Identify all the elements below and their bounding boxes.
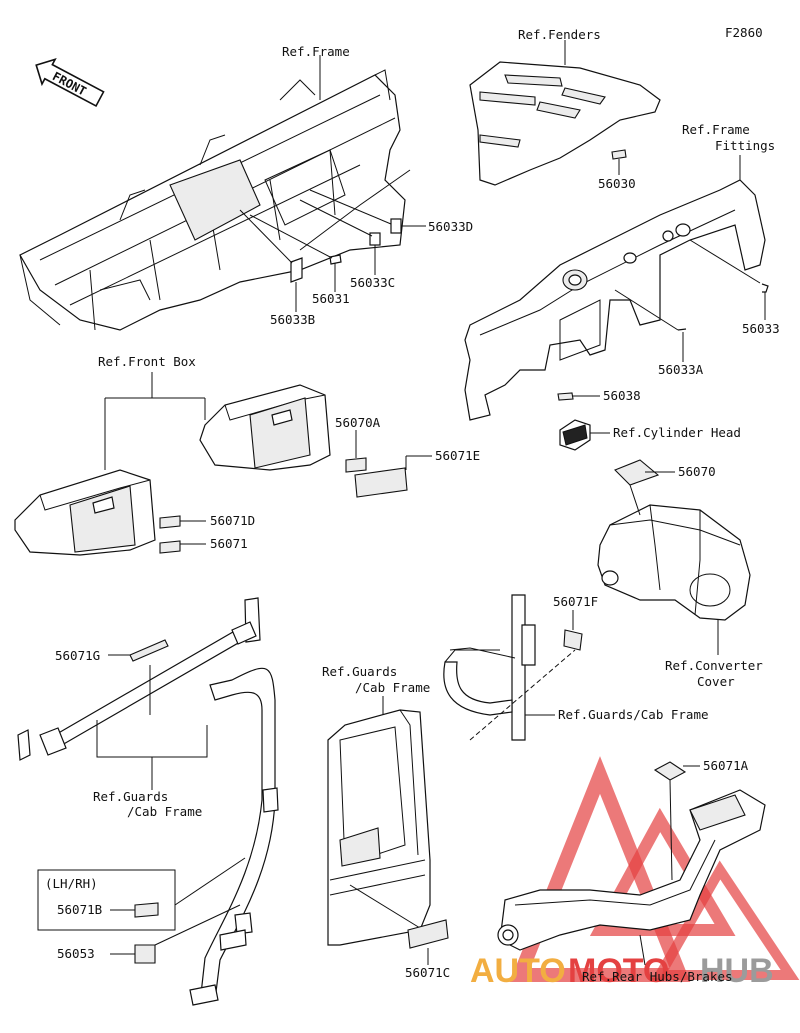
decal-56071A: [653, 761, 687, 781]
rear-axle-group: 56071A Ref.Rear Hubs/Brakes: [497, 758, 766, 984]
label-56071A: 56071A: [703, 758, 749, 773]
decal-56071D: [159, 515, 181, 529]
label-56070A: 56070A: [335, 415, 381, 430]
ref-rear-hubs-label: Ref.Rear Hubs/Brakes: [582, 969, 733, 984]
front-arrow-icon: FRONT: [35, 57, 105, 108]
frame-assembly: Ref.Frame: [19, 44, 411, 331]
label-56053: 56053: [57, 946, 95, 961]
label-56070: 56070: [678, 464, 716, 479]
decal-56070: [614, 459, 660, 486]
label-56031: 56031: [312, 291, 350, 306]
ref-frame-fittings-label-2: Fittings: [715, 138, 775, 153]
decal-56071B: [134, 902, 159, 918]
lh-rh-label: (LH/RH): [45, 876, 98, 891]
frame-decals: 56033D 56033C 56031 56033B: [239, 189, 473, 327]
watermark-moto: MOTO: [568, 952, 669, 990]
label-56038: 56038: [603, 388, 641, 403]
decal-56071: [159, 540, 181, 554]
label-56071: 56071: [210, 536, 248, 551]
watermark-logo: AUTO MOTO HUB: [470, 756, 800, 990]
label-56033B: 56033B: [270, 312, 315, 327]
decal-56070A: [345, 457, 367, 473]
door-group: Ref.Guards /Cab Frame 56071C: [322, 664, 450, 980]
label-56071B: 56071B: [57, 902, 102, 917]
ref-cylinder-head-label: Ref.Cylinder Head: [613, 425, 741, 440]
ref-guards-left-label-1: Ref.Guards: [93, 789, 168, 804]
diagram-code: F2860: [725, 25, 763, 40]
ref-fenders-label: Ref.Fenders: [518, 27, 601, 42]
label-56071C: 56071C: [405, 965, 450, 980]
label-56071G: 56071G: [55, 648, 100, 663]
ref-guards-mid-label-2: /Cab Frame: [355, 680, 430, 695]
decal-56053: [134, 944, 156, 964]
frame-fittings-assembly: Ref.Frame Fittings 56033 56033A: [464, 122, 780, 421]
label-56071D: 56071D: [210, 513, 255, 528]
decal-56033A: [677, 328, 687, 331]
label-56030: 56030: [598, 176, 636, 191]
decal-56071E: [354, 467, 408, 498]
watermark-auto: AUTO: [470, 952, 566, 990]
ref-guards-mid-label-1: Ref.Guards: [322, 664, 397, 679]
ref-frame-label: Ref.Frame: [282, 44, 350, 59]
label-56033D: 56033D: [428, 219, 473, 234]
label-56033C: 56033C: [350, 275, 395, 290]
label-56033A: 56033A: [658, 362, 704, 377]
ref-frame-fittings-label-1: Ref.Frame: [682, 122, 750, 137]
label-56071F: 56071F: [553, 594, 598, 609]
label-56071E: 56071E: [435, 448, 480, 463]
cylinder-head-group: 56038 Ref.Cylinder Head: [557, 388, 741, 451]
ref-converter-label-1: Ref.Converter: [665, 658, 763, 673]
ref-guards-left-label-2: /Cab Frame: [127, 804, 202, 819]
right-guard-group: 56071F Ref.Guards/Cab Frame: [443, 594, 709, 741]
converter-cover-group: 56070 Ref.Converter Cover: [597, 459, 763, 689]
ref-converter-label-2: Cover: [697, 674, 735, 689]
front-box-group: Ref.Front Box 56070A 56071E 56071D 56071: [14, 354, 480, 556]
decal-56033D: [390, 218, 402, 234]
label-56033: 56033: [742, 321, 780, 336]
decal-56071G: [129, 639, 169, 662]
decal-56030: [611, 149, 627, 160]
decal-56031: [329, 254, 342, 265]
left-bar-group: 56071G Ref.Guards /Cab Frame: [17, 597, 261, 819]
decal-56038: [557, 392, 574, 401]
decal-56033C: [369, 232, 381, 246]
clip-56033: [761, 283, 769, 293]
decal-56071C: [407, 919, 449, 949]
side-bar-group: (LH/RH) 56071B 56053: [37, 667, 279, 1006]
decal-56033B: [290, 257, 303, 283]
ref-front-box-label: Ref.Front Box: [98, 354, 196, 369]
fenders-assembly: Ref.Fenders 56030: [469, 27, 661, 191]
ref-guards-right-label: Ref.Guards/Cab Frame: [558, 707, 709, 722]
decal-56071F: [563, 629, 583, 651]
watermark-hub: HUB: [700, 952, 774, 990]
